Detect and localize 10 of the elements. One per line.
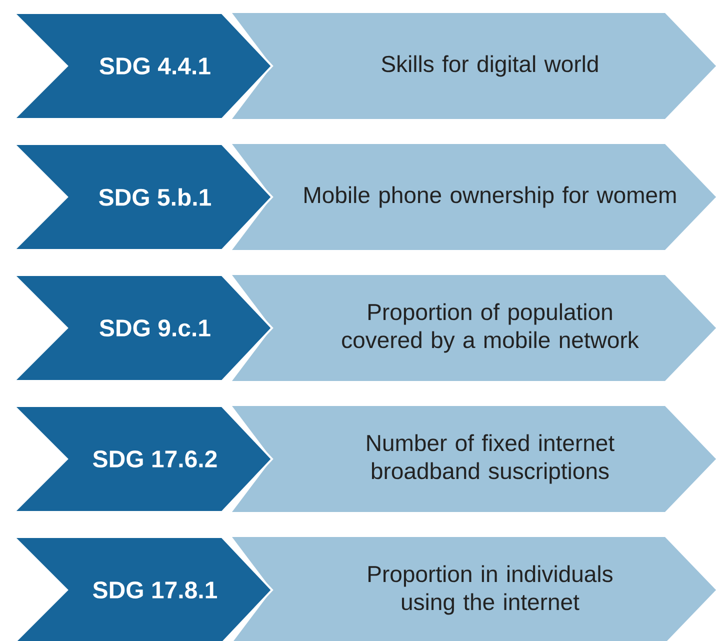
- chevron-box: Proportion of population covered by a mobile network: [232, 275, 716, 381]
- chevron-box: SDG 9.c.1: [12, 274, 274, 382]
- chevron-box: SDG 17.6.2: [12, 405, 274, 513]
- chevron-box: SDG 17.8.1: [12, 536, 274, 641]
- chevron-box: SDG 4.4.1: [12, 12, 274, 120]
- chevron-box: Proportion in individuals using the internet: [232, 537, 716, 641]
- chevron-box: Skills for digital world: [232, 13, 716, 119]
- chevron-box: SDG 5.b.1: [12, 143, 274, 251]
- chevron-box: Mobile phone ownership for womem: [232, 144, 716, 250]
- chevron-box: Number of fixed internet broadband suscriptions: [232, 406, 716, 512]
